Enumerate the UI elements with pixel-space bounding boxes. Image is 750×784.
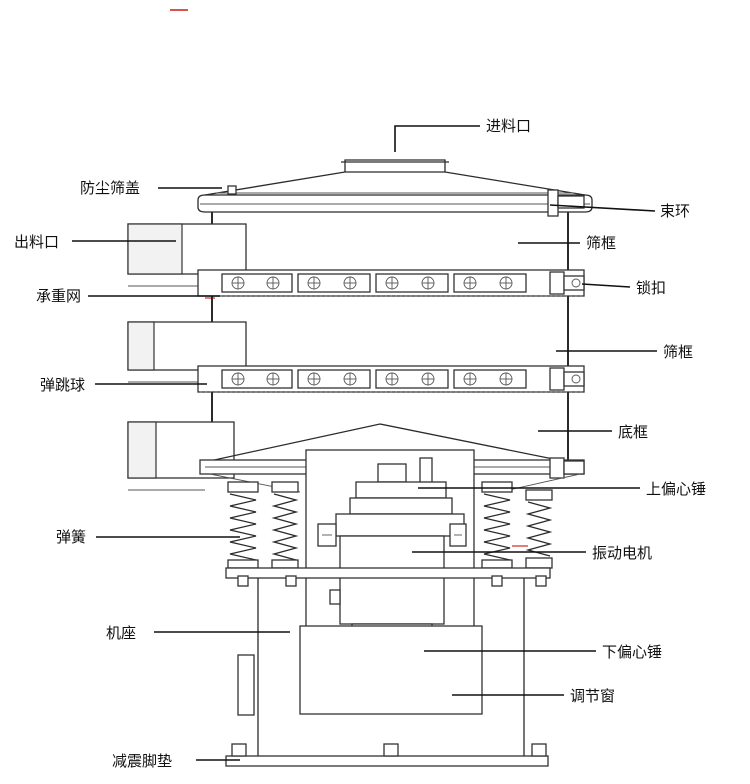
label-adjustment-window: 调节窗 — [570, 687, 615, 705]
label-outlet: 出料口 — [14, 233, 59, 251]
label-clamp-ring: 束环 — [660, 202, 690, 220]
feed-inlet-part — [341, 159, 449, 172]
label-lower-eccentric-weight: 下偏心锤 — [602, 643, 662, 661]
motor-housing-part — [299, 449, 483, 715]
spring-right-2 — [512, 489, 553, 569]
label-dust-cover: 防尘筛盖 — [80, 179, 140, 197]
label-machine-base: 机座 — [106, 624, 136, 642]
spring-left-1 — [227, 481, 259, 569]
label-bottom-frame: 底框 — [618, 423, 648, 441]
label-feed-inlet: 进料口 — [486, 117, 531, 135]
label-lock-clasp: 锁扣 — [636, 279, 666, 297]
support-mesh-band-2 — [197, 365, 585, 393]
label-upper-eccentric-weight: 上偏心锤 — [646, 480, 706, 498]
machine-base-part — [225, 567, 551, 767]
dust-cover-part — [204, 171, 586, 196]
label-bouncing-ball: 弹跳球 — [40, 376, 85, 394]
label-screen-frame-1: 筛框 — [586, 234, 616, 252]
support-mesh-band-1 — [197, 269, 585, 299]
label-vibration-motor: 振动电机 — [592, 544, 652, 562]
leader-lines — [72, 125, 657, 761]
label-screen-frame-2: 筛框 — [663, 343, 693, 361]
label-spring: 弹簧 — [56, 528, 86, 546]
labels: 进料口 防尘筛盖 束环 出料口 筛框 承重网 锁扣 筛框 弹跳球 底框 上偏心锤… — [14, 117, 706, 770]
clamp-ring-part — [197, 189, 593, 217]
bottom-frame-part — [127, 392, 585, 493]
spring-left-2 — [271, 481, 299, 569]
damping-foot-pads — [231, 743, 547, 757]
spring-right-1 — [481, 481, 513, 569]
label-support-mesh: 承重网 — [36, 287, 81, 305]
label-damping-foot-pad: 减震脚垫 — [112, 752, 172, 770]
screen-frame-2-part — [127, 296, 569, 383]
screen-frame-1-part — [127, 212, 569, 287]
